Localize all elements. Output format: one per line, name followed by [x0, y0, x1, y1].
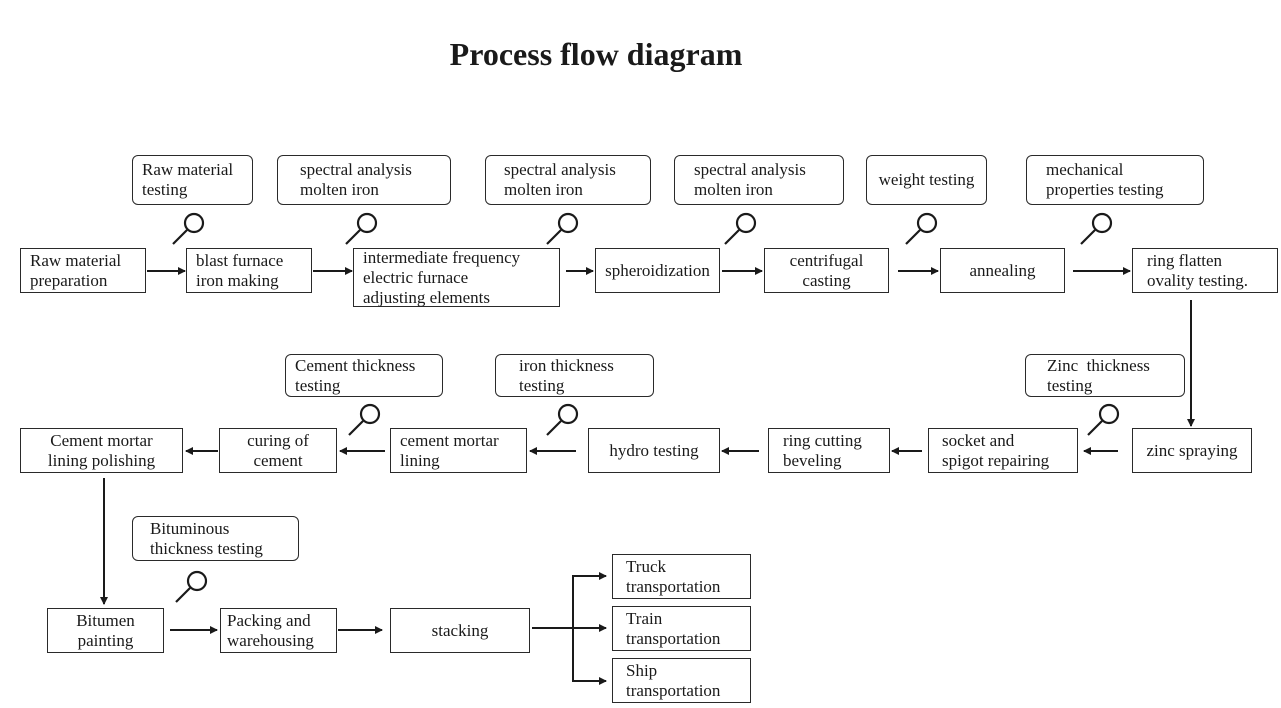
magnifier-icon	[348, 403, 381, 436]
magnifier-icon	[546, 212, 579, 245]
magnifier-icon	[175, 570, 208, 603]
zinc-spraying-box: zinc spraying	[1132, 428, 1252, 473]
magnifier-icon	[724, 212, 757, 245]
weight-testing-box: weight testing	[866, 155, 987, 205]
hydro-testing-box: hydro testing	[588, 428, 720, 473]
spheroidization-box: spheroidization	[595, 248, 720, 293]
magnifier-icon	[905, 212, 938, 245]
magnifier-icon	[345, 212, 378, 245]
magnifier-icon	[546, 403, 579, 436]
diagram-title: Process flow diagram	[449, 36, 743, 72]
magnifier-icon	[1080, 212, 1113, 245]
magnifier-icon	[172, 212, 205, 245]
annealing-box: annealing	[940, 248, 1065, 293]
magnifier-icon	[1087, 403, 1120, 436]
stacking-box: stacking	[390, 608, 530, 653]
